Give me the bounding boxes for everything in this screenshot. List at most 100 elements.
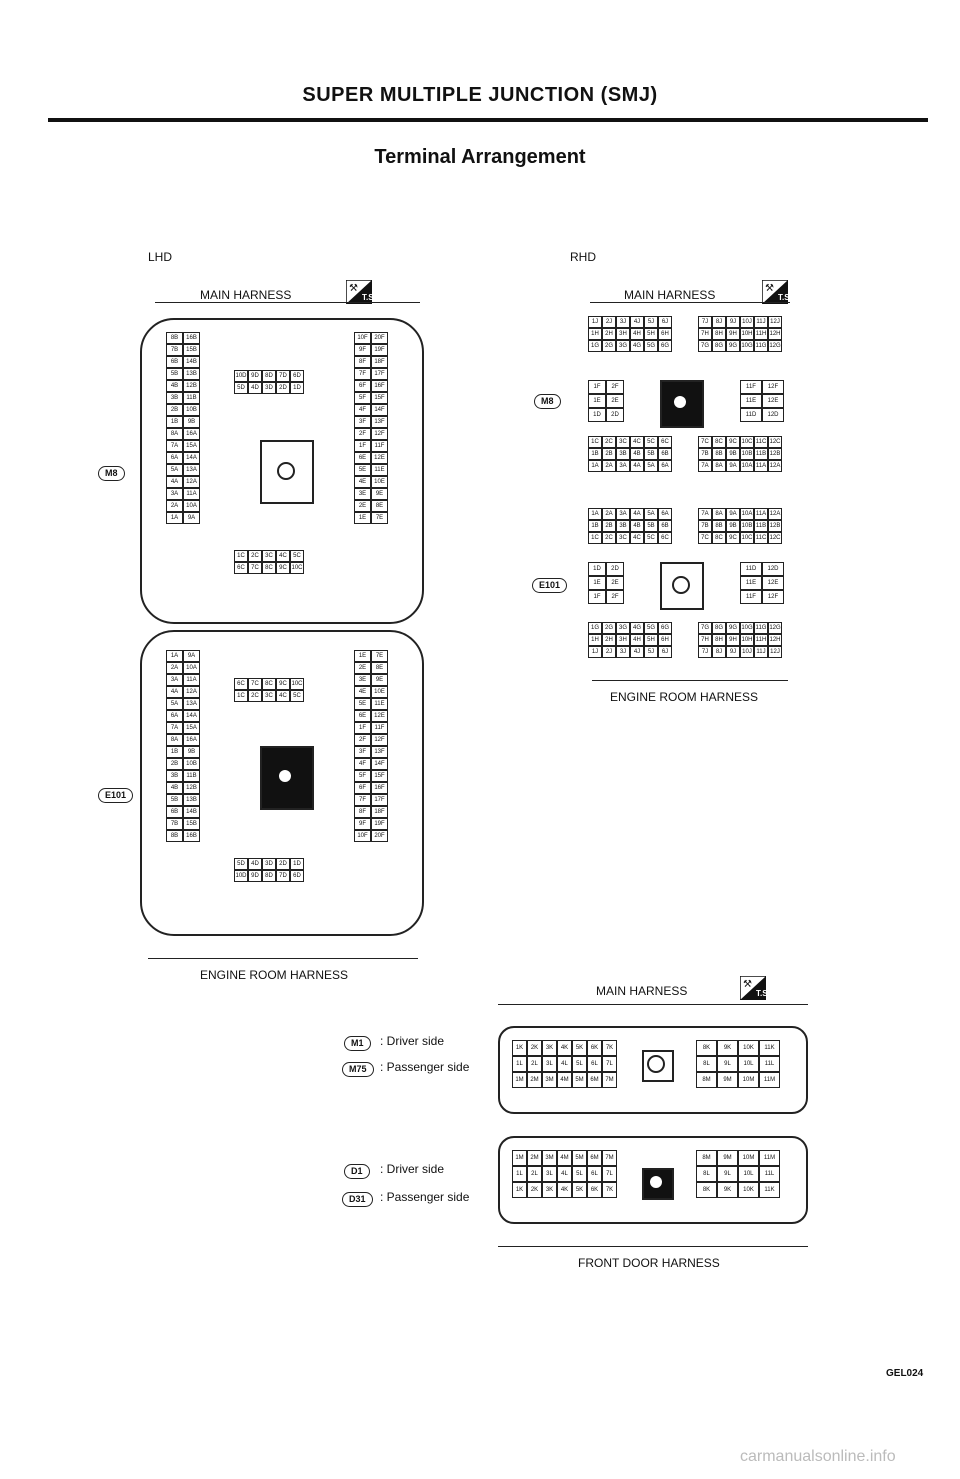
terminal-cell: 9K bbox=[717, 1182, 738, 1198]
terminal-cell: 10C bbox=[290, 678, 304, 690]
terminal-cell: 3F bbox=[354, 746, 371, 758]
terminal-cell: 5K bbox=[572, 1182, 587, 1198]
terminal-cell: 12A bbox=[768, 508, 782, 520]
terminal-cell: 6M bbox=[587, 1150, 602, 1166]
terminal-cell: 13A bbox=[183, 464, 200, 476]
terminal-cell: 10A bbox=[740, 508, 754, 520]
watermark: carmanualsonline.info bbox=[740, 1448, 896, 1465]
terminal-cell: 5H bbox=[644, 634, 658, 646]
terminal-cell: 9H bbox=[726, 328, 740, 340]
front-door-harness-label: FRONT DOOR HARNESS bbox=[578, 1256, 720, 1270]
terminal-cell: 5B bbox=[644, 448, 658, 460]
terminal-cell: 8B bbox=[712, 520, 726, 532]
terminal-cell: 7A bbox=[698, 460, 712, 472]
terminal-cell: 11C bbox=[754, 532, 768, 544]
terminal-cell: 12H bbox=[768, 634, 782, 646]
terminal-cell: 7E bbox=[371, 512, 388, 524]
terminal-cell: 7C bbox=[248, 678, 262, 690]
terminal-cell: 19F bbox=[371, 818, 388, 830]
legend-m75-text: : Passenger side bbox=[380, 1060, 470, 1074]
terminal-cell: 3C bbox=[262, 690, 276, 702]
terminal-cell: 4A bbox=[166, 476, 183, 488]
terminal-cell: 10G bbox=[740, 622, 754, 634]
terminal-cell: 9B bbox=[726, 448, 740, 460]
terminal-cell: 9F bbox=[354, 818, 371, 830]
terminal-cell: 6G bbox=[658, 340, 672, 352]
door-front-bracket bbox=[498, 1246, 808, 1247]
terminal-cell: 9C bbox=[276, 562, 290, 574]
terminal-cell: 8B bbox=[166, 830, 183, 842]
terminal-cell: 4L bbox=[557, 1056, 572, 1072]
legend-m75-badge: M75 bbox=[342, 1062, 374, 1077]
terminal-cell: 9D bbox=[248, 370, 262, 382]
terminal-cell: 5E bbox=[354, 698, 371, 710]
terminal-cell: 10M bbox=[738, 1150, 759, 1166]
terminal-cell: 15A bbox=[183, 440, 200, 452]
terminal-cell: 8F bbox=[354, 356, 371, 368]
terminal-cell: 1H bbox=[588, 634, 602, 646]
terminal-cell: 10D bbox=[234, 370, 248, 382]
terminal-cell: 4C bbox=[630, 532, 644, 544]
terminal-cell: 3A bbox=[166, 488, 183, 500]
page-title: SUPER MULTIPLE JUNCTION (SMJ) bbox=[302, 84, 658, 106]
terminal-cell: 2E bbox=[354, 500, 371, 512]
terminal-cell: 1E bbox=[588, 394, 606, 408]
terminal-cell: 14F bbox=[371, 758, 388, 770]
terminal-cell: 8F bbox=[354, 806, 371, 818]
terminal-cell: 12C bbox=[768, 532, 782, 544]
terminal-cell: 2C bbox=[602, 436, 616, 448]
terminal-cell: 11F bbox=[740, 380, 762, 394]
terminal-cell: 5L bbox=[572, 1056, 587, 1072]
terminal-cell: 4A bbox=[166, 686, 183, 698]
terminal-cell: 10H bbox=[740, 634, 754, 646]
terminal-cell: 12D bbox=[762, 562, 784, 576]
terminal-cell: 1B bbox=[166, 416, 183, 428]
terminal-cell: 16F bbox=[371, 380, 388, 392]
terminal-cell: 6L bbox=[587, 1166, 602, 1182]
terminal-cell: 10B bbox=[740, 520, 754, 532]
terminal-cell: 7M bbox=[602, 1072, 617, 1088]
terminal-cell: 1D bbox=[588, 562, 606, 576]
terminal-cell: 8J bbox=[712, 646, 726, 658]
terminal-cell: 9D bbox=[248, 870, 262, 882]
lhd-e101-key-dot bbox=[279, 770, 291, 782]
terminal-cell: 10C bbox=[740, 532, 754, 544]
terminal-cell: 1L bbox=[512, 1166, 527, 1182]
terminal-cell: 12D bbox=[762, 408, 784, 422]
terminal-cell: 8E bbox=[371, 662, 388, 674]
terminal-cell: 3K bbox=[542, 1040, 557, 1056]
terminal-cell: 5A bbox=[166, 464, 183, 476]
terminal-cell: 8L bbox=[696, 1056, 717, 1072]
svg-text:T.S.: T.S. bbox=[778, 293, 788, 302]
terminal-cell: 11E bbox=[740, 394, 762, 408]
terminal-cell: 9C bbox=[726, 436, 740, 448]
terminal-cell: 1M bbox=[512, 1072, 527, 1088]
lhd-main-harness-label: MAIN HARNESS bbox=[200, 288, 292, 302]
terminal-cell: 11A bbox=[183, 674, 200, 686]
terminal-cell: 8K bbox=[696, 1182, 717, 1198]
legend-d31-badge: D31 bbox=[342, 1192, 373, 1207]
terminal-cell: 2C bbox=[602, 532, 616, 544]
terminal-cell: 11J bbox=[754, 646, 768, 658]
terminal-cell: 1G bbox=[588, 622, 602, 634]
terminal-cell: 11D bbox=[740, 562, 762, 576]
terminal-cell: 10F bbox=[354, 830, 371, 842]
terminal-cell: 2D bbox=[606, 562, 624, 576]
terminal-cell: 6B bbox=[658, 448, 672, 460]
terminal-cell: 6C bbox=[234, 678, 248, 690]
terminal-cell: 7F bbox=[354, 368, 371, 380]
terminal-cell: 8K bbox=[696, 1040, 717, 1056]
terminal-cell: 11E bbox=[740, 576, 762, 590]
terminal-cell: 7A bbox=[698, 508, 712, 520]
terminal-cell: 4M bbox=[557, 1072, 572, 1088]
terminal-cell: 10D bbox=[234, 870, 248, 882]
terminal-cell: 7L bbox=[602, 1056, 617, 1072]
terminal-cell: 7K bbox=[602, 1040, 617, 1056]
terminal-cell: 4L bbox=[557, 1166, 572, 1182]
